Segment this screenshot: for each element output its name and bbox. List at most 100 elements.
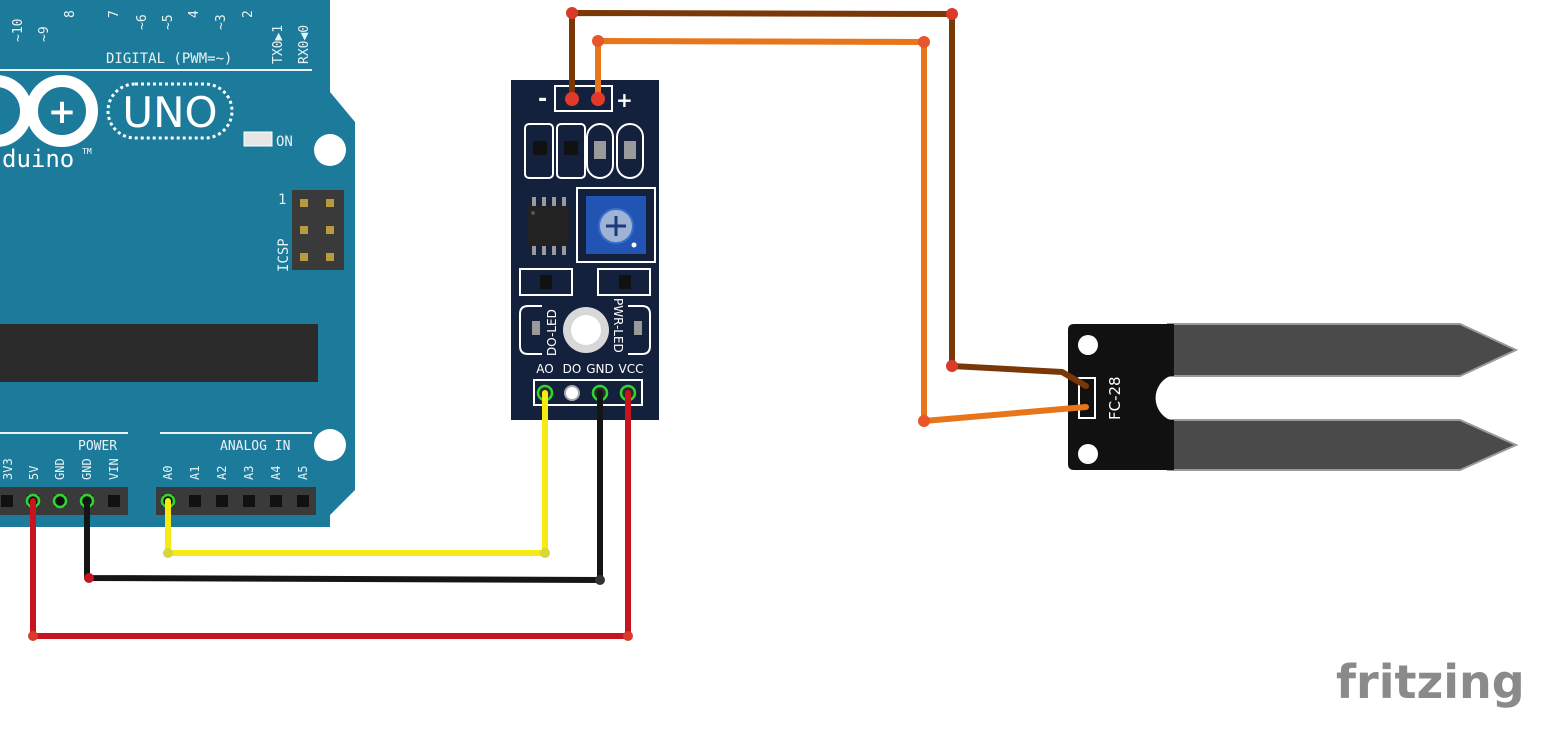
smd-pad (556, 123, 586, 179)
microcontroller-chip (0, 324, 318, 382)
power-pin-label: VIN (107, 458, 121, 480)
wire-node (540, 548, 550, 558)
analog-pin-labels: A0 A1 A2 A3 A4 A5 (161, 466, 310, 480)
probe-prong-top (1167, 323, 1519, 377)
do-led-outline (519, 305, 542, 355)
icsp-label: ICSP (276, 238, 292, 272)
fc28-probe: FC-28 (1068, 323, 1519, 471)
wire-node (28, 631, 38, 641)
brand-label: duino (2, 145, 74, 173)
smd-component (564, 141, 578, 155)
trademark-label: TM (82, 147, 92, 156)
on-label: ON (276, 134, 293, 150)
icsp-header: 1 ICSP (276, 190, 344, 272)
icsp-pin (326, 199, 334, 207)
analog-pin-label: A2 (215, 466, 229, 480)
header-pin (108, 495, 120, 507)
do-led (532, 321, 540, 335)
mounting-hole-inner (571, 315, 601, 345)
power-pin-label: 3V3 (1, 458, 15, 480)
digital-pin-label: ~3 (214, 14, 229, 30)
probe-board (1068, 324, 1174, 470)
wire-brown (569, 10, 1089, 389)
analog-header-label: ANALOG IN (220, 439, 290, 454)
header-pin (1, 495, 13, 507)
analog-pin-label: A0 (161, 466, 175, 480)
wire-node (946, 8, 958, 20)
wire-node (592, 35, 604, 47)
header-pin (189, 495, 201, 507)
digital-pin-labels: ~10 ~9 8 7 ~6 ~5 4 ~3 2 TX0▶1 RX0◀0 (11, 10, 312, 64)
comparator-chip (527, 197, 569, 255)
uno-badge (106, 82, 234, 140)
header-pin (270, 495, 282, 507)
digital-pin-label: 2 (241, 10, 256, 18)
icsp-pin1-label: 1 (278, 192, 286, 208)
wires (30, 10, 1089, 639)
icsp-pin (326, 253, 334, 261)
wire-node (163, 548, 173, 558)
header-pin (54, 495, 66, 507)
pwr-led-label: PWR-LED (611, 298, 625, 353)
wire-orange (595, 38, 1089, 424)
digital-pin-label: ~9 (37, 26, 52, 42)
analog-pin-label: A3 (242, 466, 256, 480)
uno-label: UNO (122, 88, 217, 137)
icsp-pin (300, 199, 308, 207)
mounting-hole (314, 134, 346, 166)
wire-node (918, 415, 930, 427)
resistor (619, 275, 631, 289)
smd-component (533, 141, 547, 155)
wire-red (30, 390, 631, 639)
analog-pin-label: A1 (188, 466, 202, 480)
digital-pin-label: RX0◀0 (297, 25, 312, 64)
power-pin-labels: 3V3 5V GND GND VIN (1, 458, 121, 480)
pwr-led (634, 321, 642, 335)
resistor (540, 275, 552, 289)
probe-prong-bottom (1167, 419, 1519, 471)
module-pin-label-vcc: VCC (619, 362, 644, 376)
smd-component (594, 141, 606, 159)
pin-gnd-highlight (52, 493, 68, 509)
arduino-uno-board: ~10 ~9 8 7 ~6 ~5 4 ~3 2 TX0▶1 RX0◀0 DIGI… (0, 0, 355, 527)
header-pin (297, 495, 309, 507)
fritzing-watermark: fritzing (1336, 655, 1525, 709)
header-pin (216, 495, 228, 507)
wire-node (566, 7, 578, 19)
on-led (243, 131, 273, 147)
module-pin-label-do: DO (563, 362, 582, 376)
smd-component (624, 141, 636, 159)
power-header-label: POWER (78, 439, 117, 454)
wire-node (623, 631, 633, 641)
analog-pin-label: A5 (296, 466, 310, 480)
icsp-pin (300, 226, 308, 234)
resistor-pad (597, 268, 651, 296)
module-top-connector (554, 85, 613, 112)
module-bottom-header (533, 379, 643, 406)
arduino-logo: + UNO duino TM (0, 75, 234, 173)
wire-node (595, 575, 605, 585)
probe-label: FC-28 (1106, 376, 1124, 420)
power-pin-label: GND (53, 458, 67, 480)
digital-pin-label: ~6 (135, 14, 150, 30)
smd-pad (586, 123, 614, 179)
do-led-label: DO-LED (545, 309, 559, 356)
wire-black (84, 390, 603, 583)
resistor-pad (519, 268, 573, 296)
icsp-pin (326, 226, 334, 234)
smd-pads (524, 123, 644, 179)
digital-pin-label: 4 (187, 10, 202, 18)
digital-header-label: DIGITAL (PWM=~) (106, 51, 232, 67)
module-plus-label: + (616, 88, 633, 112)
wire-end-red (591, 92, 605, 106)
power-pin-label: GND (80, 458, 94, 480)
wire-yellow (165, 390, 548, 556)
icsp-pin (300, 253, 308, 261)
logo-infinity-left (0, 75, 32, 147)
digital-pin-label: 8 (63, 10, 78, 18)
smd-pad (524, 123, 554, 179)
potentiometer (576, 187, 656, 263)
analog-pin-label: A4 (269, 466, 283, 480)
sensor-module: - + (511, 80, 659, 420)
